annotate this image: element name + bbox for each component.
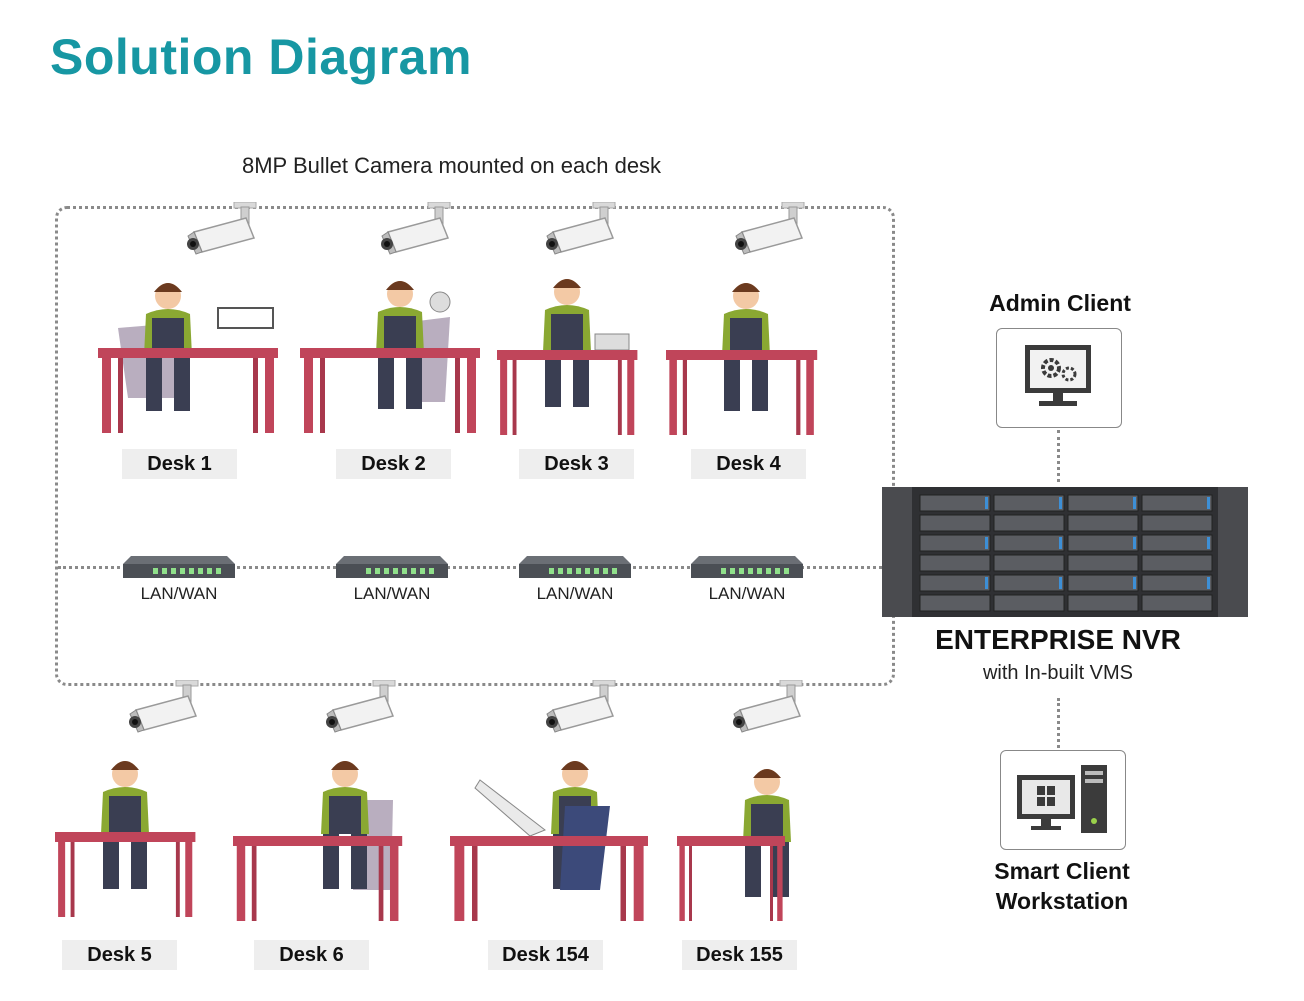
workstation-link-line	[1057, 698, 1060, 748]
smart-client-line2: Workstation	[995, 888, 1129, 914]
desk-label: Desk 1	[122, 449, 237, 479]
bullet-camera-icon	[128, 680, 199, 733]
network-switch-icon	[519, 556, 631, 578]
desk-scene	[497, 279, 638, 435]
nvr-server-icon	[882, 487, 1248, 617]
network-switch-icon	[691, 556, 803, 578]
desk-scene	[98, 283, 278, 433]
admin-client-box	[996, 328, 1122, 428]
desk-label: Desk 6	[254, 940, 369, 970]
bullet-camera-icon	[734, 202, 805, 255]
desk-label: Desk 5	[62, 940, 177, 970]
desk-label: Desk 154	[488, 940, 603, 970]
switch-label: LAN/WAN	[140, 584, 218, 603]
desk-label: Desk 155	[682, 940, 797, 970]
network-switch-icon	[123, 556, 235, 578]
workstation-icon	[1017, 765, 1107, 833]
switch-label: LAN/WAN	[708, 584, 786, 603]
network-frame	[55, 206, 895, 686]
admin-client-label: Admin Client	[989, 290, 1131, 316]
desk-scene	[55, 761, 196, 917]
nvr-subtitle: with In-built VMS	[982, 662, 1134, 684]
smart-client-line1: Smart Client	[994, 858, 1130, 884]
desk-label: Desk 4	[691, 449, 806, 479]
monitor-gears-icon	[1025, 345, 1091, 406]
desk-label: Desk 2	[336, 449, 451, 479]
bullet-camera-icon	[186, 202, 257, 255]
bullet-camera-icon	[325, 680, 396, 733]
camera-caption: 8MP Bullet Camera mounted on each desk	[242, 153, 662, 178]
switch-label: LAN/WAN	[353, 584, 431, 603]
nvr-title: ENTERPRISE NVR	[935, 624, 1181, 655]
desk-scene	[677, 769, 791, 921]
smart-client-box	[1000, 750, 1126, 850]
desk-scene	[666, 283, 818, 435]
smart-client-label: Smart Client Workstation	[952, 856, 1172, 916]
bullet-camera-icon	[380, 202, 451, 255]
admin-link-line	[1057, 430, 1060, 482]
switch-label: LAN/WAN	[536, 584, 614, 603]
bullet-camera-icon	[545, 680, 616, 733]
desk-scene	[233, 761, 403, 921]
desk-scene	[300, 281, 480, 433]
bullet-camera-icon	[732, 680, 803, 733]
desk-scene	[450, 761, 648, 921]
bullet-camera-icon	[545, 202, 616, 255]
lan-line	[58, 566, 888, 569]
desk-label: Desk 3	[519, 449, 634, 479]
network-switch-icon	[336, 556, 448, 578]
page-title: Solution Diagram	[50, 29, 472, 85]
